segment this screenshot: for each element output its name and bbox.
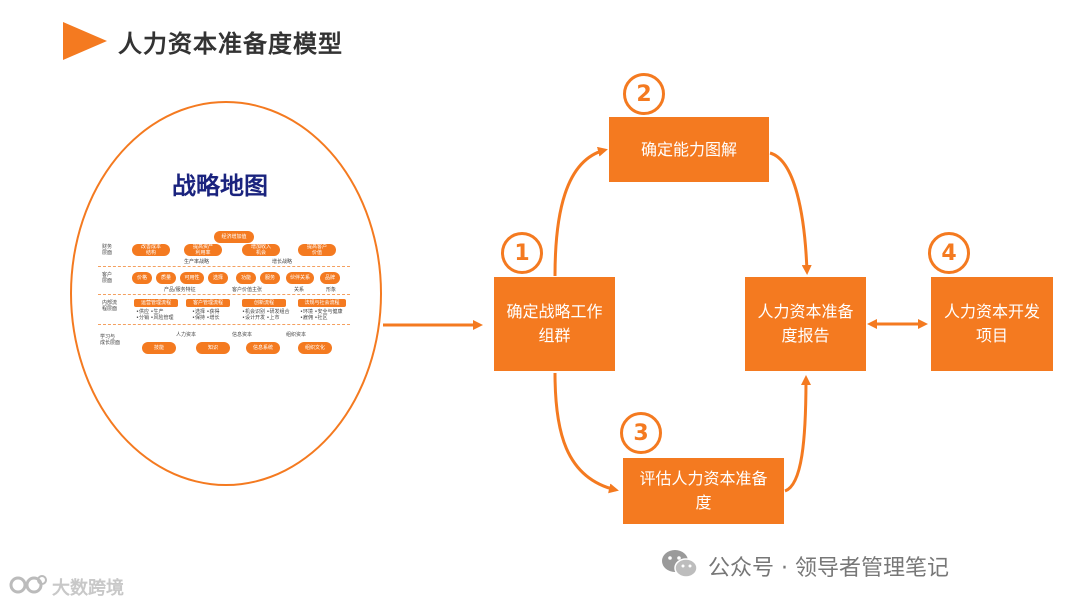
map-separator [98, 266, 350, 267]
strategy-map-title: 战略地图 [172, 172, 268, 200]
map-sublabel: 人力资本 [176, 332, 197, 338]
arrow-n1-to-n3 [553, 372, 619, 494]
map-pill: 组织文化 [298, 342, 332, 354]
map-sublabel: 生产率战略 [184, 259, 210, 265]
step-number-4: 4 [928, 232, 970, 274]
map-separator [98, 324, 350, 325]
map-pill: 信息系统 [246, 342, 280, 354]
map-pill: 服务 [260, 272, 280, 284]
map-sublabel: 形象 [326, 287, 337, 293]
map-sublabel: 增长战略 [272, 259, 293, 265]
strategy-map-ellipse [70, 101, 382, 486]
map-pill: 质量 [156, 272, 176, 284]
strategy-map-graphic: 经济增加值 财务 层面 改善成本 结构 提高资产 利用率 增加收入 机会 提高客… [96, 228, 354, 358]
watermark-brand: 大数跨境 [52, 578, 124, 599]
page-title: 人力资本准备度模型 [118, 30, 343, 58]
map-sublabel: 产品/服务特征 [164, 287, 196, 293]
watermark-wechat-account: 公众号 · 领导者管理笔记 [708, 556, 949, 581]
watermark-logo-icon [9, 575, 47, 594]
map-pill: 价格 [132, 272, 152, 284]
title-triangle-icon [63, 22, 107, 60]
map-pill: 技能 [142, 342, 176, 354]
map-pill: 创新流程 [242, 299, 286, 307]
map-pill: 选择 [208, 272, 228, 284]
map-row-label: 学习与 成长层面 [100, 334, 121, 346]
map-sublabel: 客户价值主张 [232, 287, 263, 293]
arrow-n2-to-n4 [769, 151, 812, 275]
map-sublabel: 关系 [294, 287, 305, 293]
map-separator [98, 294, 350, 295]
map-row-label: 内部流 程层面 [102, 300, 118, 312]
arrow-n3-to-n4 [784, 375, 811, 493]
map-sublabel: 组织资本 [286, 332, 307, 338]
map-sublabel: 信息资本 [232, 332, 253, 338]
map-sublabel: •环境 •安全与健康 •雇佣 •社区 [300, 309, 343, 321]
wechat-icon [662, 550, 698, 578]
map-sublabel: •机会识别 •研发组合 •设计开发 •上市 [242, 309, 290, 321]
map-pill: 增加收入 机会 [242, 244, 280, 256]
map-pill: 提高资产 利用率 [184, 244, 222, 256]
node-competency-profiles: 确定能力图解 [609, 117, 769, 182]
map-pill: 客户管理流程 [186, 299, 230, 307]
map-pill: 改善成本 结构 [132, 244, 170, 256]
map-pill: 知识 [196, 342, 230, 354]
map-row-label: 客户 层面 [102, 272, 113, 284]
map-sublabel: •选择 •获得 •保持 •增长 [192, 309, 220, 321]
node-strategic-job-families: 确定战略工作组群 [494, 277, 615, 371]
step-number-3: 3 [620, 412, 662, 454]
map-sublabel: •供应 •生产 •分销 •风险管理 [136, 309, 174, 321]
map-pill: 伙伴关系 [286, 272, 314, 284]
map-pill: 可用性 [180, 272, 204, 284]
step-number-1: 1 [501, 232, 543, 274]
map-pill-top: 经济增加值 [214, 231, 254, 243]
arrow-n1-to-n2 [553, 146, 608, 277]
map-pill: 运营管理流程 [134, 299, 178, 307]
map-pill: 功能 [236, 272, 256, 284]
map-pill: 法规与社会流程 [298, 299, 346, 307]
node-readiness-report: 人力资本准备度报告 [745, 277, 866, 371]
node-development-programs: 人力资本开发项目 [931, 277, 1053, 371]
map-row-label: 财务 层面 [102, 244, 113, 256]
node-assess-readiness: 评估人力资本准备度 [623, 458, 784, 524]
map-pill: 提高客户 价值 [298, 244, 336, 256]
step-number-2: 2 [623, 73, 665, 115]
map-pill: 品牌 [320, 272, 340, 284]
